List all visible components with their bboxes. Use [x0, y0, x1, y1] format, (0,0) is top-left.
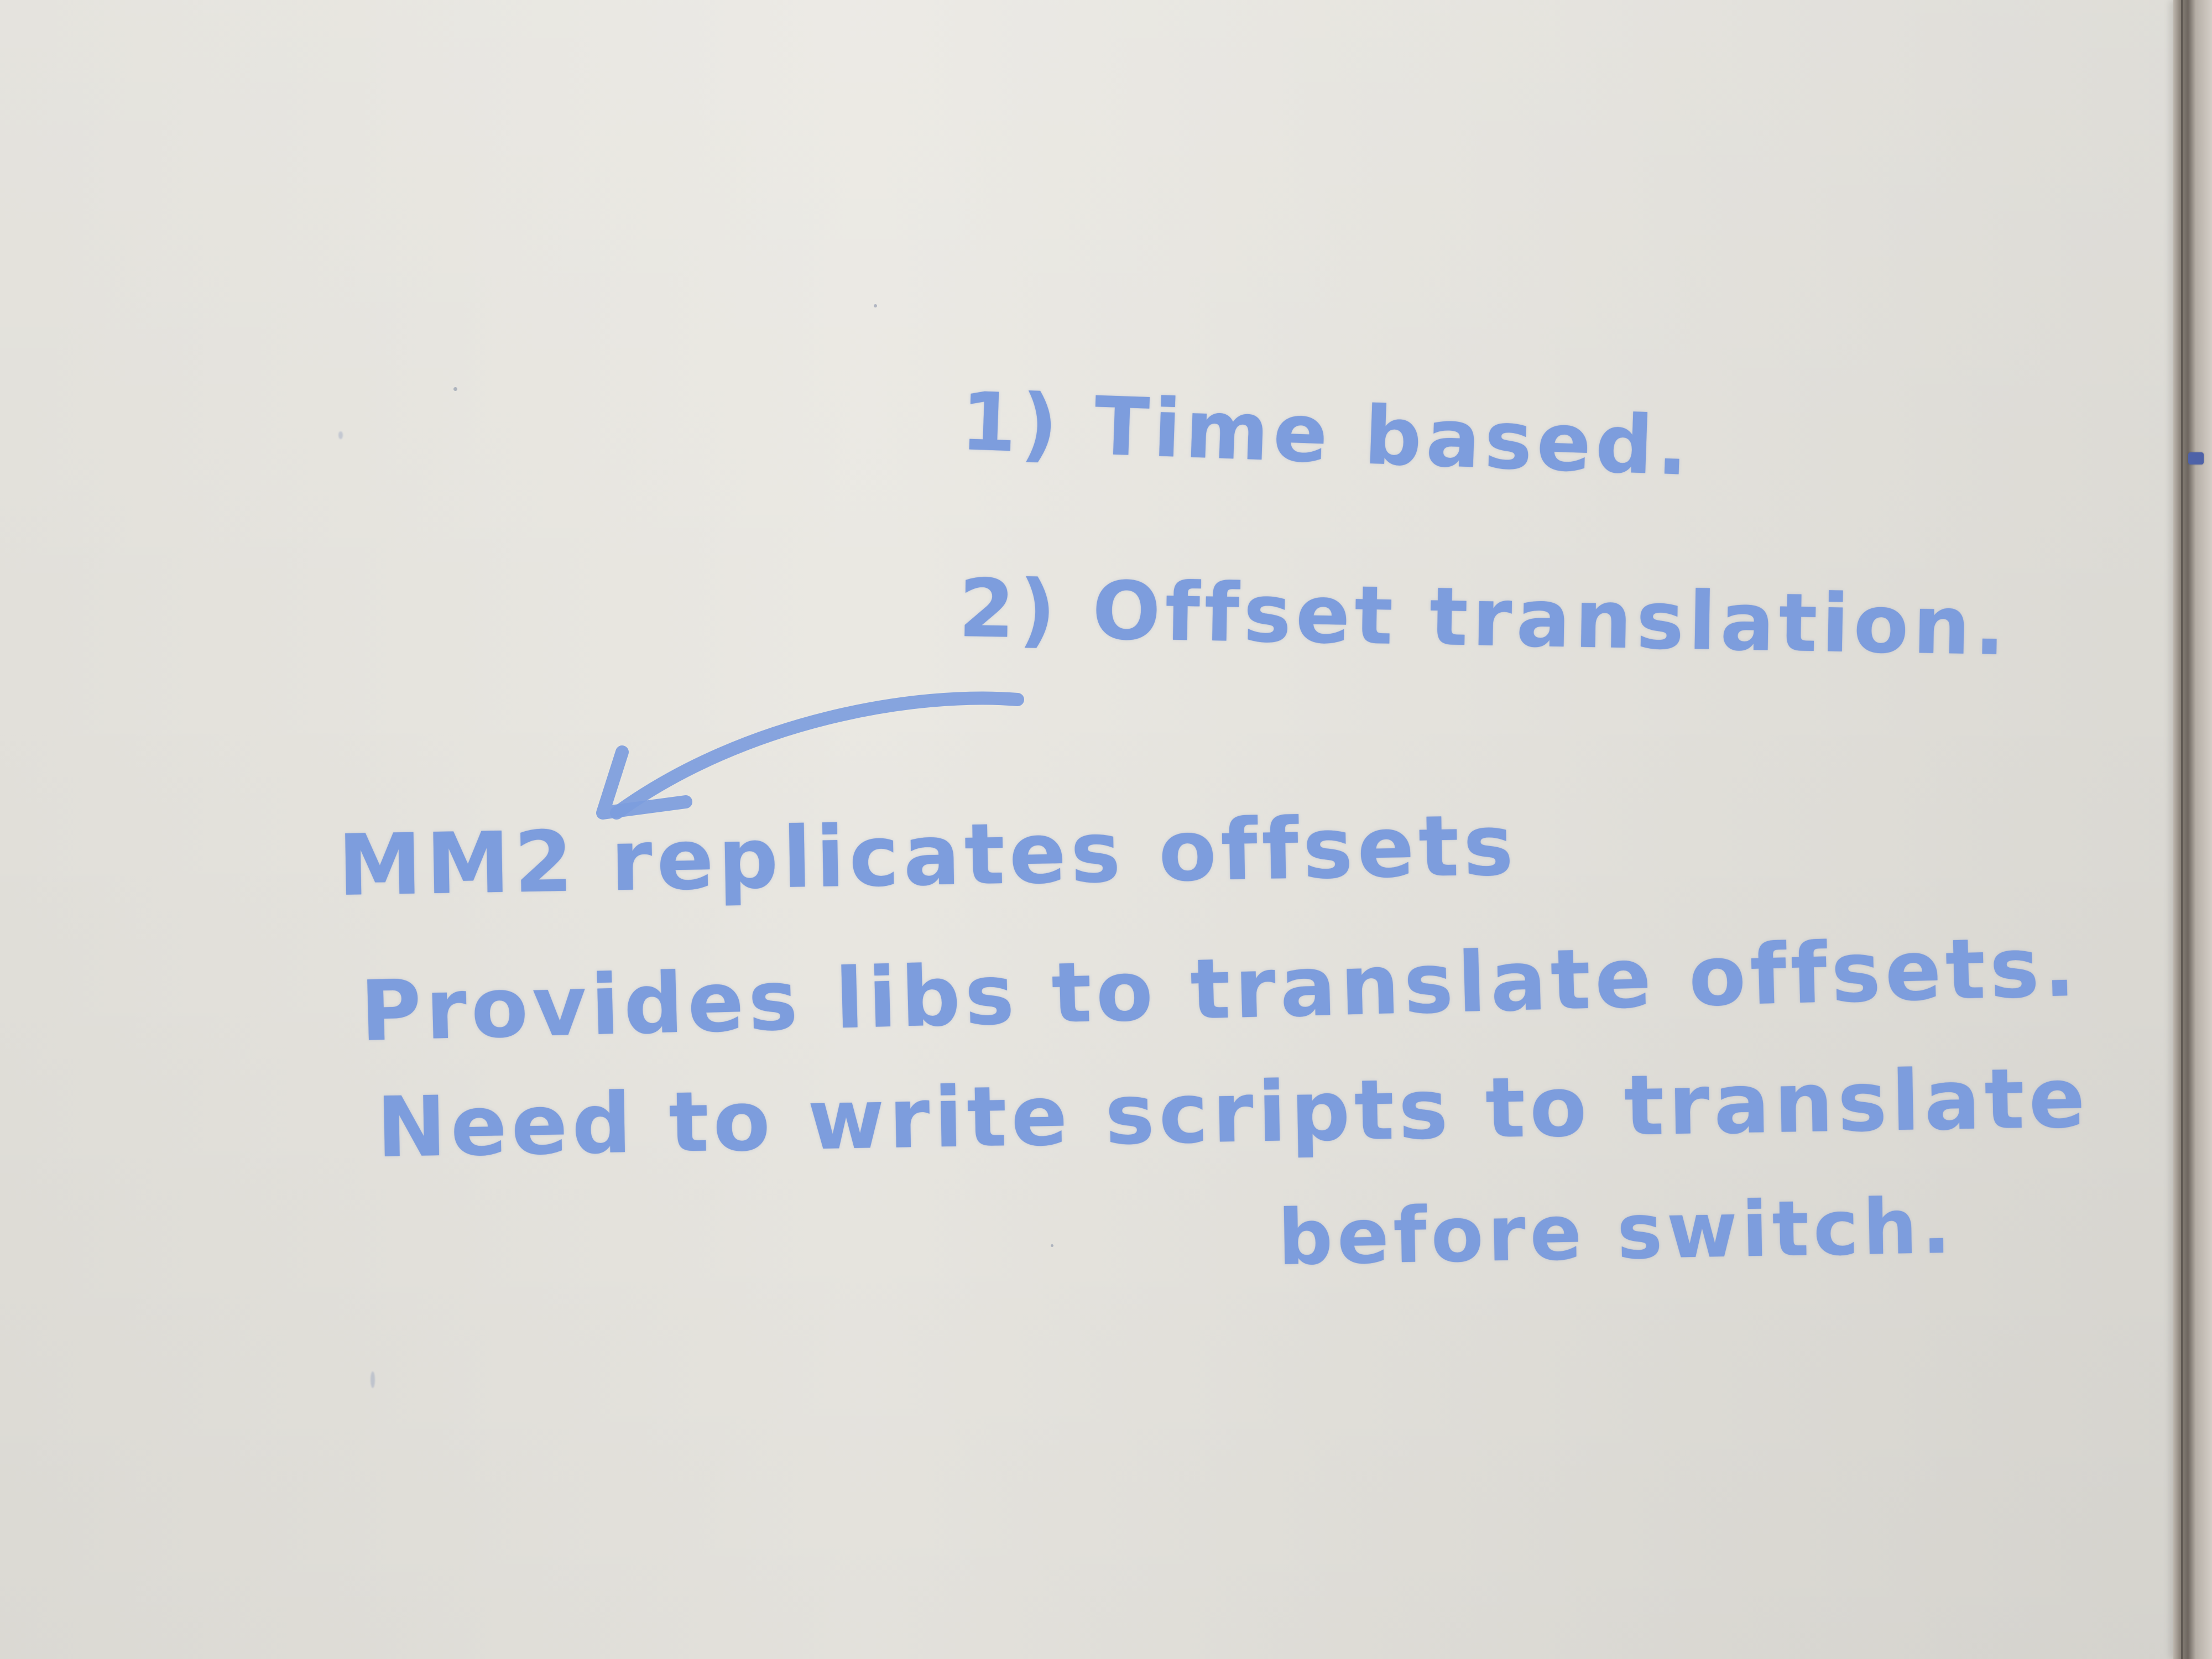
ink-smudge — [371, 1371, 375, 1388]
whiteboard-line-offset-translation: 2) Offset translation. — [958, 562, 2011, 674]
board-speck — [874, 304, 877, 307]
whiteboard-line-need-scripts: Need to write scripts to translate — [375, 1050, 2090, 1176]
marker-icon — [2188, 452, 2204, 465]
whiteboard-frame — [2173, 0, 2212, 1659]
frame-edge — [2181, 0, 2183, 1659]
whiteboard-line-before-switch: before switch. — [1277, 1181, 1956, 1282]
arrow-icon — [596, 691, 1024, 820]
arrow-head — [596, 745, 692, 820]
whiteboard-line-provides-libs: Provides libs to translate offsets. — [359, 919, 2081, 1060]
arrow-shaft — [610, 691, 1024, 820]
board-speck — [1051, 1244, 1053, 1247]
whiteboard-line-mm2-replicates: MM2 replicates offsets — [337, 796, 1519, 915]
ink-smudge — [338, 431, 343, 439]
board-speck — [453, 387, 457, 391]
whiteboard-line-time-based: 1) Time based. — [959, 375, 1694, 494]
